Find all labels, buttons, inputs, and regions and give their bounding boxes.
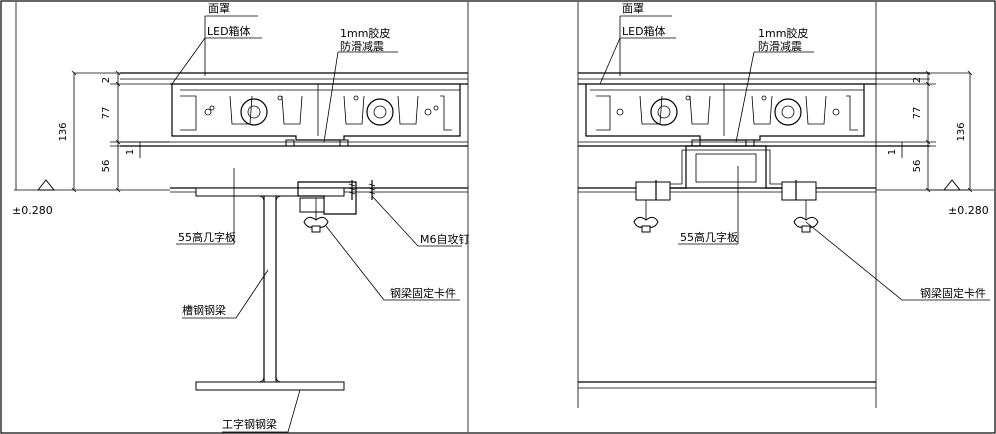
right-led-module-1 xyxy=(650,98,678,126)
right-box-rib-6 xyxy=(846,95,858,131)
left-leader-plate xyxy=(176,168,235,245)
left-led-module-2-core xyxy=(373,105,387,119)
left-label-channel: 槽钢钢梁 xyxy=(182,303,226,317)
left-box-rib-6 xyxy=(440,95,452,131)
right-label-clamp: 钢梁固定卡件 xyxy=(920,286,986,300)
right-screw-head-3 xyxy=(761,95,767,101)
left-dim-1: 1 xyxy=(125,149,136,155)
left-label-cover: 面罩 xyxy=(208,2,230,15)
left-bolt-1 xyxy=(285,139,295,147)
right-label-led-box: LED箱体 xyxy=(622,24,666,38)
left-label-rubber-1: 1mm胶皮 xyxy=(340,26,390,40)
right-detail: 2 77 136 56 1 ±0.280 面罩 LED箱体 1mm胶皮 防滑减震… xyxy=(577,2,994,408)
left-led-module-1 xyxy=(240,98,268,126)
right-dim-1: 1 xyxy=(887,149,898,155)
left-elevation-marker xyxy=(14,179,74,191)
left-label-ibeam: 工字钢钢梁 xyxy=(222,417,277,431)
right-leader-plate xyxy=(678,166,739,245)
right-led-module-2-core xyxy=(781,105,795,119)
right-leader-rubber xyxy=(735,51,814,143)
left-box-rib-1 xyxy=(180,95,197,131)
left-ibeam-web xyxy=(263,196,277,382)
right-label-plate: 55高几字板 xyxy=(680,230,738,244)
left-dim-56: 56 xyxy=(101,160,112,173)
right-elevation-marker xyxy=(928,179,994,191)
left-box-rib-5 xyxy=(397,95,419,125)
right-hat-plate-inner-box xyxy=(695,153,757,183)
left-dimension-block xyxy=(71,70,170,193)
right-elevation-label: ±0.280 xyxy=(948,204,989,217)
left-leader-ibeam xyxy=(222,389,301,433)
right-bolt-2 xyxy=(745,139,755,147)
left-ibeam-top-flange xyxy=(195,187,345,197)
left-screw-head-2 xyxy=(209,105,215,111)
left-led-box xyxy=(171,84,461,141)
left-dim-2: 2 xyxy=(101,77,112,83)
left-screw-head-6 xyxy=(433,105,439,111)
right-box-rib-4 xyxy=(751,95,773,125)
left-screw-2 xyxy=(368,180,376,200)
right-hat-plate-inner xyxy=(660,149,792,185)
right-leader-led xyxy=(599,37,676,85)
left-bolt-2 xyxy=(339,139,349,147)
left-leader-led xyxy=(171,37,262,85)
left-clamp-bracket xyxy=(297,181,357,215)
left-detail: 2 77 136 56 1 ±0.280 面罩 LED箱体 1mm胶皮 防滑减震… xyxy=(12,2,470,433)
left-screw-head-3 xyxy=(277,95,283,101)
left-led-module-2 xyxy=(366,98,394,126)
left-leader-channel xyxy=(182,269,269,319)
right-dim-2: 2 xyxy=(912,77,923,83)
left-label-screw: M6自攻钉 xyxy=(420,232,470,246)
right-screw-head-4 xyxy=(832,108,840,116)
left-screw-head-4 xyxy=(353,95,359,101)
left-screw-1 xyxy=(348,180,356,200)
left-dim-77: 77 xyxy=(101,107,112,120)
right-leader-clamp xyxy=(805,221,990,301)
right-clamp-right xyxy=(781,180,819,233)
right-box-rib-5 xyxy=(805,95,827,125)
left-label-rubber-2: 防滑减震 xyxy=(340,39,384,53)
right-box-rib-2 xyxy=(639,95,663,125)
right-screw-head-2 xyxy=(685,95,691,101)
left-led-module-1-core xyxy=(247,105,261,119)
left-label-clamp: 钢梁固定卡件 xyxy=(390,286,456,300)
left-label-led-box: LED箱体 xyxy=(207,24,251,38)
left-box-rib-4 xyxy=(343,95,365,125)
right-clamp-left xyxy=(633,180,671,233)
right-led-module-2 xyxy=(774,98,802,126)
left-leader-cover xyxy=(204,15,258,76)
right-leader-cover xyxy=(619,15,672,76)
left-screw-head-5 xyxy=(424,108,432,116)
left-leader-rubber xyxy=(323,51,398,143)
right-led-box xyxy=(585,84,865,141)
left-wing-nut xyxy=(303,198,329,233)
left-box-rib-2 xyxy=(229,95,253,125)
right-dim-136: 136 xyxy=(956,122,967,141)
left-screw-head-1 xyxy=(204,108,212,116)
left-ibeam-bottom-flange xyxy=(195,381,345,391)
left-clamp-block xyxy=(299,197,325,213)
left-leader-clamp xyxy=(325,225,460,301)
right-box-rib-1 xyxy=(596,95,611,131)
left-leader-screw xyxy=(371,195,462,247)
right-screw-head-1 xyxy=(616,108,624,116)
left-ibeam-web-fillet xyxy=(257,195,283,383)
right-label-rubber-1: 1mm胶皮 xyxy=(758,26,808,40)
right-dim-77: 77 xyxy=(912,107,923,120)
right-label-rubber-2: 防滑减震 xyxy=(758,39,802,53)
left-elevation-label: ±0.280 xyxy=(12,204,53,217)
left-box-rib-3 xyxy=(281,95,303,125)
right-dim-56: 56 xyxy=(912,160,923,173)
right-label-cover: 面罩 xyxy=(622,2,644,15)
right-box-rib-3 xyxy=(689,95,711,125)
left-label-plate: 55高几字板 xyxy=(178,230,236,244)
right-led-module-1-core xyxy=(657,105,671,119)
left-dim-136: 136 xyxy=(58,122,69,141)
right-bolt-1 xyxy=(691,139,701,147)
